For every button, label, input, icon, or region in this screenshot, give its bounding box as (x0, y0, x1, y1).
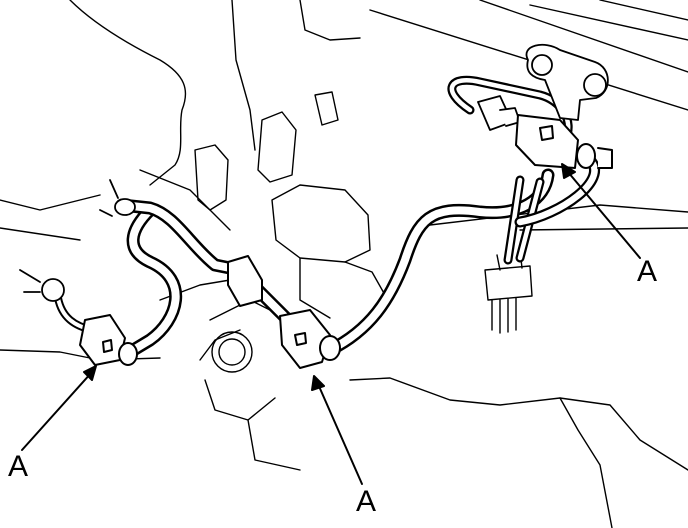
leader-arrow-icon (317, 383, 363, 485)
callout-label-a-right: A (637, 255, 658, 288)
callout-label-a-center: A (356, 485, 377, 518)
leader-arrows (21, 163, 641, 485)
clamp-icon-right (515, 114, 613, 169)
clamp-icon-center (227, 255, 341, 369)
clamp-icon-left (79, 314, 138, 366)
callout-label-a-left: A (8, 450, 29, 483)
leader-arrow-icon (567, 171, 641, 259)
leader-arrow-head-icon (311, 375, 325, 391)
fittings (19, 43, 609, 302)
leader-arrow-head-icon (83, 365, 97, 381)
leader-arrow-head-icon (561, 163, 576, 179)
leader-arrow-icon (21, 371, 93, 451)
